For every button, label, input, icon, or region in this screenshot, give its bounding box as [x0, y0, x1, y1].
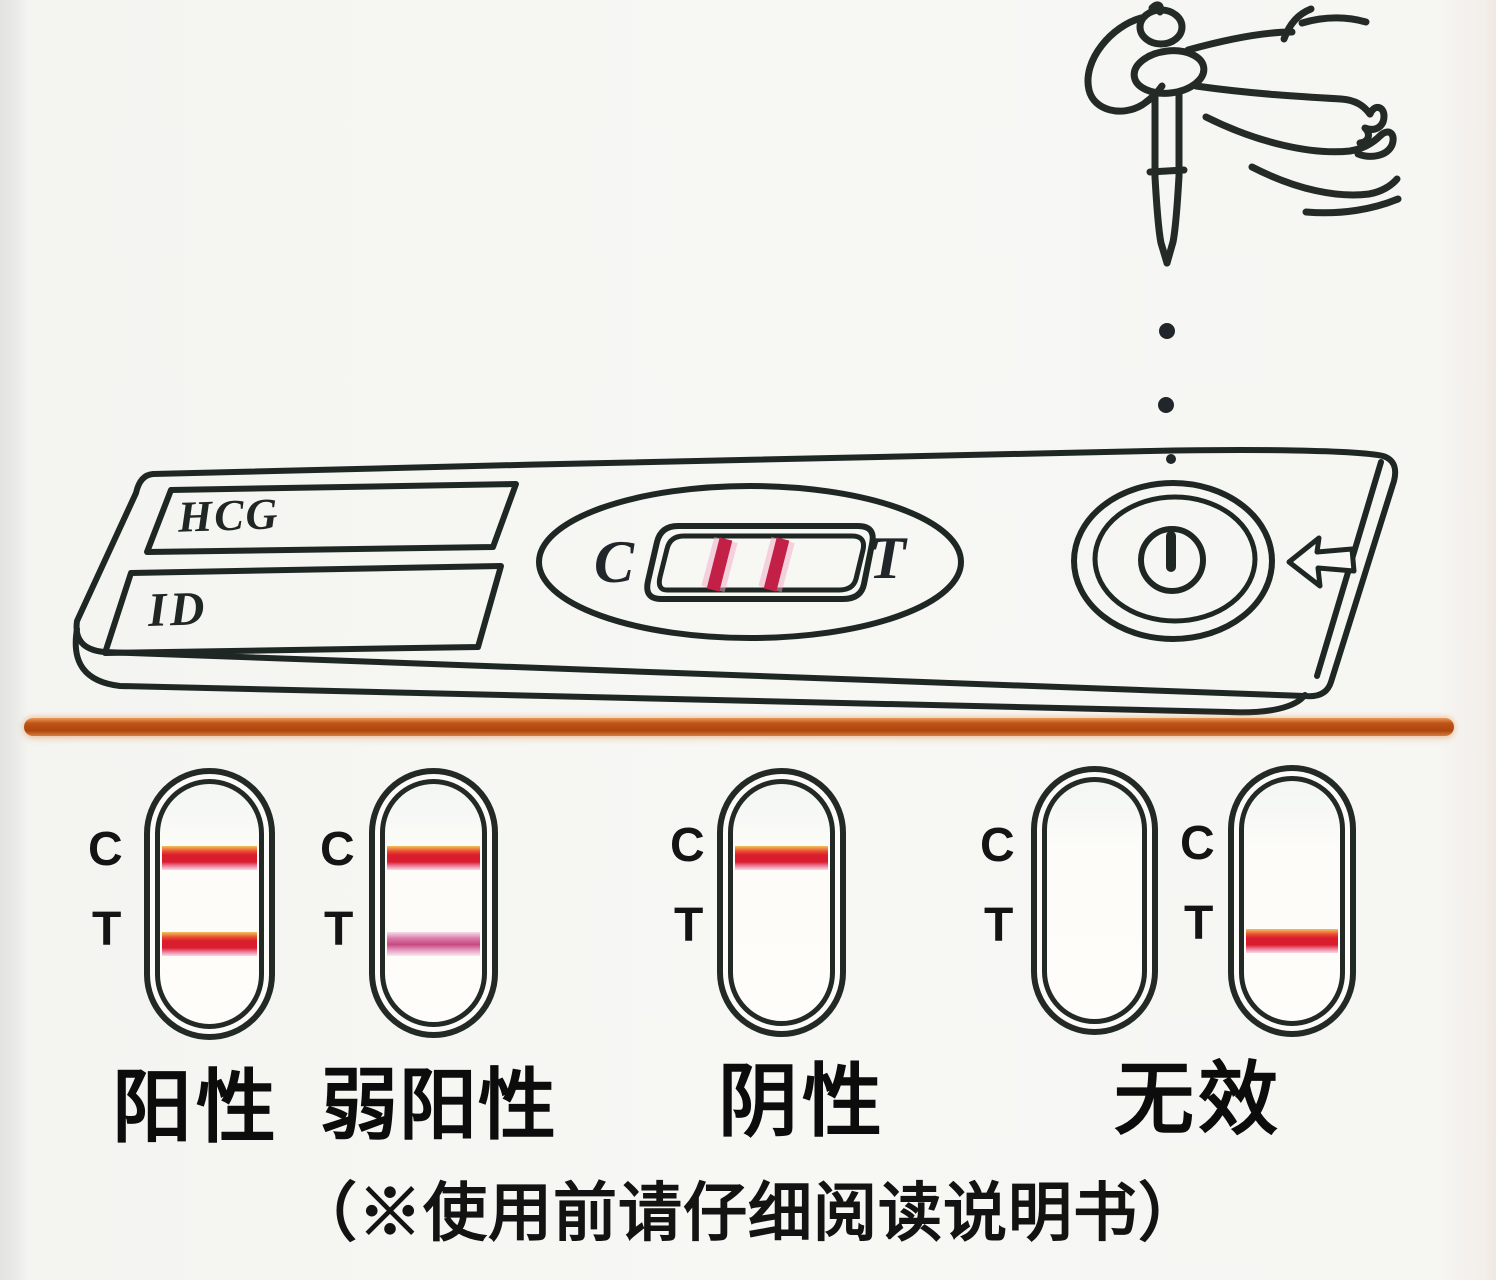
test-line — [387, 932, 480, 956]
scan-edge-right — [1486, 0, 1496, 1280]
result-label-weak-positive: 弱阳性 — [320, 1061, 558, 1149]
result-window — [717, 768, 846, 1037]
sample-well-hole — [1138, 526, 1206, 594]
test-band — [763, 537, 790, 592]
control-marker-label: C — [320, 823, 355, 876]
main-control-marker: C — [594, 529, 635, 595]
test-marker-label: T — [674, 899, 704, 952]
result-window — [369, 768, 498, 1038]
test-marker-label: T — [92, 903, 122, 956]
result-window-glass — [1042, 777, 1147, 1024]
hcg-strip-window — [144, 481, 519, 555]
falling-drops-icon — [1158, 323, 1176, 464]
control-line — [387, 846, 480, 870]
section-divider-line — [24, 718, 1454, 736]
control-line — [162, 846, 257, 870]
control-marker-label: C — [1180, 817, 1215, 870]
control-marker-label: C — [980, 819, 1015, 872]
test-marker-label: T — [984, 899, 1014, 952]
control-line — [735, 846, 828, 870]
hand-dropper-icon — [1084, 1, 1402, 267]
sample-well-outer — [1071, 480, 1275, 642]
result-label-invalid: 无效 — [1114, 1055, 1282, 1144]
cassette-body — [73, 447, 1399, 700]
result-window-inner — [656, 533, 866, 593]
result-label-positive: 阳性 — [112, 1063, 280, 1152]
result-window-glass — [728, 779, 835, 1026]
sample-well-inner — [1092, 494, 1258, 624]
result-window-glass — [380, 779, 487, 1027]
result-window — [1228, 765, 1356, 1037]
hcg-strip-label: HCG — [177, 489, 281, 542]
result-window — [1031, 766, 1158, 1035]
test-cassette-outline — [72, 447, 1399, 716]
result-window-glass — [155, 779, 264, 1029]
arrow-left-icon — [1286, 535, 1357, 589]
result-oval — [536, 483, 964, 641]
test-line — [1246, 929, 1338, 953]
result-window-outer — [644, 523, 876, 602]
control-marker-label: C — [670, 819, 705, 872]
scan-edge-left — [0, 0, 26, 1280]
result-label-negative: 阴性 — [718, 1057, 886, 1146]
control-marker-label: C — [88, 823, 123, 876]
result-window-glass — [1239, 776, 1345, 1026]
footnote: （※使用前请仔细阅读说明书） — [293, 1177, 1203, 1249]
test-line — [162, 932, 257, 956]
id-strip-window — [102, 563, 504, 656]
test-marker-label: T — [324, 903, 354, 956]
result-window — [144, 768, 275, 1040]
main-test-marker: T — [869, 525, 906, 591]
main-window-bands — [701, 536, 795, 593]
control-band — [706, 537, 733, 592]
id-strip-label: ID — [147, 581, 209, 638]
cassette-bottom-edge — [72, 626, 1308, 716]
test-marker-label: T — [1184, 897, 1214, 950]
